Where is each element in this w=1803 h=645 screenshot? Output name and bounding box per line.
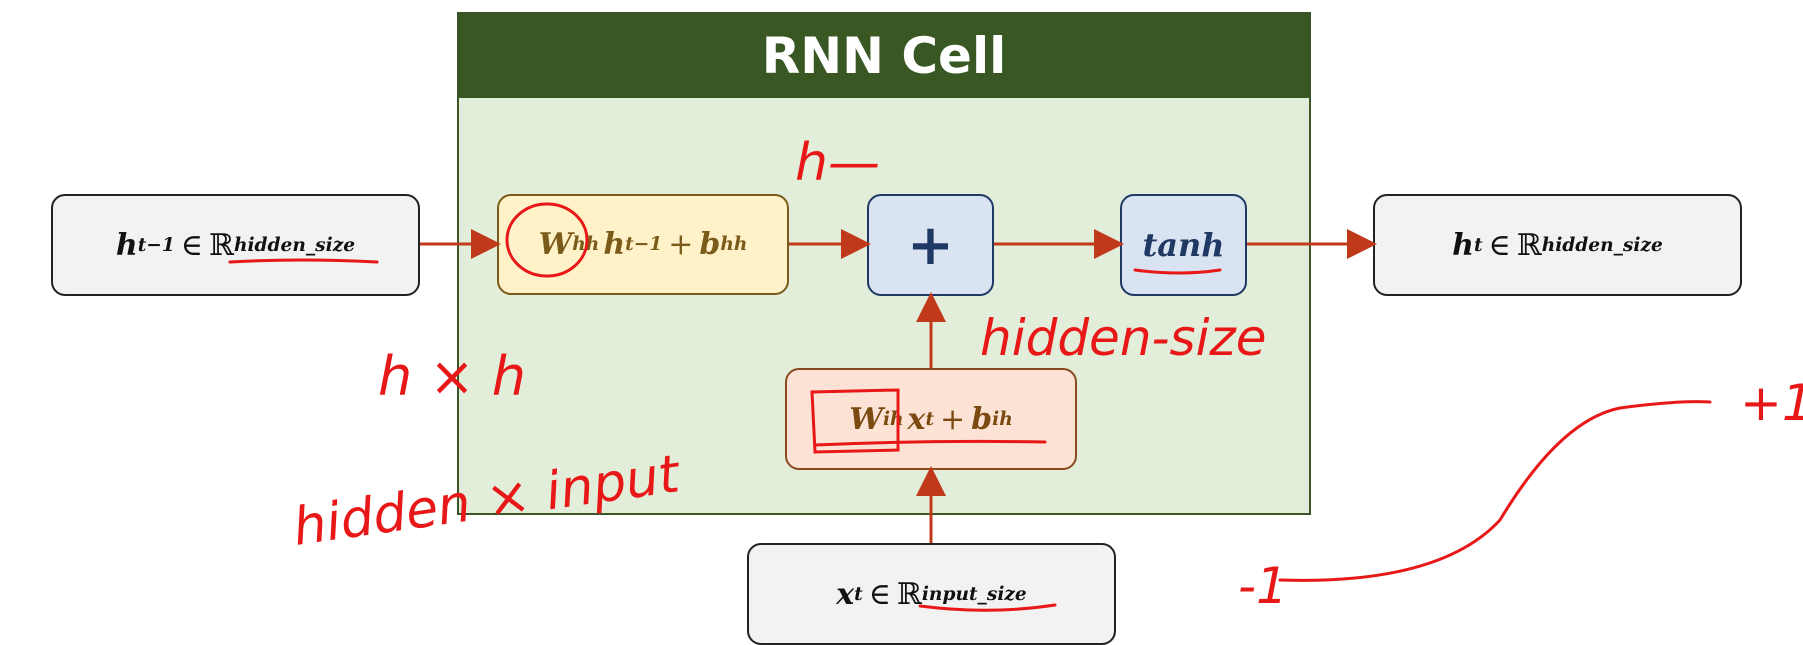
- wih-x: x: [907, 401, 926, 437]
- wih-x-sub: t: [925, 408, 935, 430]
- h-prev-in: ∈: [180, 227, 204, 263]
- ink-hidden-x-input: hidden × input: [289, 444, 684, 558]
- xt-sub: t: [854, 583, 863, 605]
- ink-minus-one: -1: [1238, 557, 1288, 615]
- h-prev-set: ℝ: [209, 227, 234, 263]
- whh-w: W: [538, 227, 573, 262]
- wih-w: W: [849, 401, 883, 437]
- xt-in: ∈: [868, 576, 891, 612]
- h-prev-sup: hidden_size: [233, 234, 356, 256]
- ink-hidden-size: hidden-size: [980, 309, 1267, 367]
- whh-plus: +: [668, 227, 694, 262]
- ink-underline-hidden-size-in: [228, 258, 379, 264]
- ink-tanh-curve: [1278, 400, 1712, 582]
- whh-h-sub: t−1: [625, 234, 663, 255]
- wih-plus: +: [940, 401, 966, 437]
- h-prev-base: h: [115, 227, 138, 263]
- whh-h: h: [603, 227, 626, 262]
- ht-sub: t: [1473, 234, 1483, 256]
- bih-b: b: [971, 401, 993, 437]
- ink-underline-input-term: [813, 439, 1047, 447]
- ink-underline-input-size: [918, 603, 1057, 612]
- xt-set: ℝ: [896, 576, 922, 612]
- ink-circle-whh: [505, 202, 589, 278]
- h-prev-sub: t−1: [137, 234, 175, 256]
- ht-base: h: [1452, 227, 1474, 263]
- ink-h-dash: h—: [795, 133, 880, 193]
- ht-in: ∈: [1488, 227, 1511, 263]
- ink-box-wih: [810, 388, 900, 454]
- bih-sub: ih: [992, 408, 1013, 430]
- ink-plus-one: +1: [1740, 374, 1803, 432]
- ht-sup: hidden_size: [1541, 234, 1663, 256]
- tanh-activation: tanh: [1120, 194, 1247, 296]
- ink-hxh: h × h: [378, 345, 526, 408]
- bhh-sub: hh: [720, 234, 748, 255]
- xt-base: x: [836, 576, 855, 612]
- ink-underline-tanh: [1133, 268, 1222, 275]
- bhh-b: b: [699, 227, 721, 262]
- rnn-cell-title: RNN Cell: [459, 14, 1309, 98]
- xt-sup: input_size: [921, 583, 1027, 605]
- ht-set: ℝ: [1516, 227, 1542, 263]
